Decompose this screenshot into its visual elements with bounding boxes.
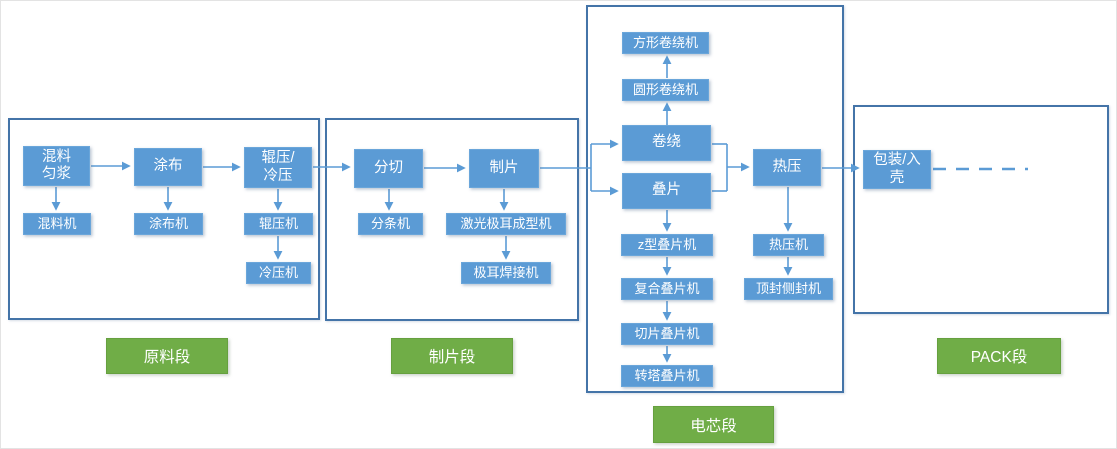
node-composite-stacking-machine: 复合叠片机 (621, 278, 713, 300)
node-hot-press-machine: 热压机 (753, 234, 824, 256)
node-roll-cold-press: 辊压/ 冷压 (244, 147, 312, 188)
node-round-winding-machine: 圆形卷绕机 (622, 79, 709, 101)
node-roll-press-machine: 辊压机 (244, 213, 313, 235)
node-turret-stacking-machine: 转塔叠片机 (621, 365, 713, 387)
node-tab-welding-machine: 极耳焊接机 (461, 262, 551, 284)
node-square-winding-machine: 方形卷绕机 (622, 32, 709, 54)
node-hot-press: 热压 (753, 149, 821, 186)
node-winding: 卷绕 (622, 125, 711, 161)
section-label-cell: 电芯段 (653, 406, 774, 443)
node-cut-stacking-machine: 切片叠片机 (621, 323, 713, 345)
node-slitting: 分切 (354, 149, 423, 188)
node-cold-press-machine: 冷压机 (246, 262, 311, 284)
node-coating: 涂布 (134, 148, 202, 186)
section-frame-sheet-making (325, 118, 579, 321)
section-label-raw-material: 原料段 (106, 338, 228, 374)
node-packing-casing: 包装/入 壳 (863, 150, 931, 189)
node-top-side-sealing-machine: 顶封侧封机 (744, 278, 833, 300)
section-label-sheet-making: 制片段 (391, 338, 513, 374)
node-z-stacking-machine: z型叠片机 (621, 234, 713, 256)
node-laser-tab-forming-machine: 激光极耳成型机 (446, 213, 566, 235)
node-sheeting: 制片 (469, 149, 539, 188)
node-slitting-machine: 分条机 (358, 213, 423, 235)
node-mixing-slurry: 混料 匀浆 (23, 146, 90, 186)
node-coating-machine: 涂布机 (134, 213, 203, 235)
section-label-pack: PACK段 (937, 338, 1061, 374)
node-mixer-machine: 混料机 (23, 213, 91, 235)
section-frame-cell (586, 5, 844, 393)
node-stacking: 叠片 (622, 173, 711, 209)
section-frame-raw-material (8, 118, 320, 320)
section-frame-pack (853, 105, 1109, 314)
